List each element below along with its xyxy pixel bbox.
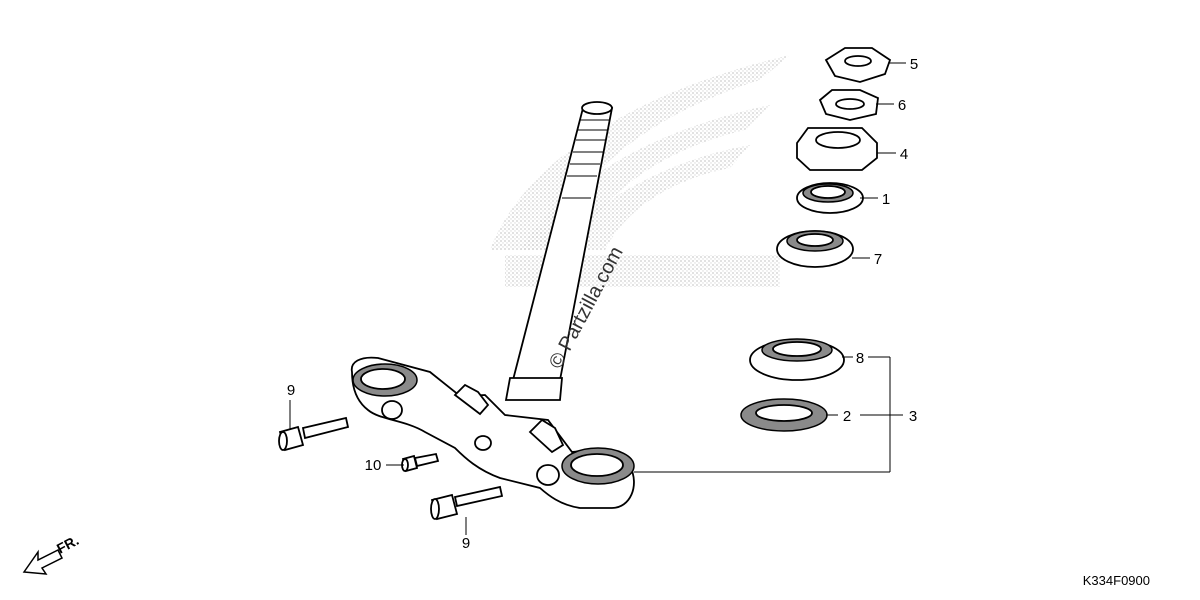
- bolt-10: [401, 452, 440, 473]
- part-2-dust-seal: [740, 398, 828, 432]
- callout-2: 2: [843, 408, 851, 425]
- diagram-code: K334F0900: [1083, 573, 1150, 588]
- part-5-locknut: [824, 47, 892, 83]
- part-4-adjusting-nut: [796, 127, 878, 171]
- front-direction-arrow-icon: [22, 548, 64, 575]
- callout-3: 3: [909, 408, 917, 425]
- bolt-9-upper: [278, 416, 350, 452]
- part-7-bearing-top: [776, 230, 854, 268]
- callout-7: 7: [874, 251, 882, 268]
- background-logo-stipple: [490, 55, 790, 287]
- callout-9-upper: 9: [287, 382, 295, 399]
- callout-6: 6: [898, 97, 906, 114]
- steering-stem: [350, 101, 635, 509]
- callout-4: 4: [900, 146, 908, 163]
- bolt-9-lower: [430, 485, 504, 521]
- callout-8: 8: [856, 350, 864, 367]
- callout-10: 10: [365, 457, 382, 474]
- part-1-race-top: [796, 182, 864, 214]
- callout-5: 5: [910, 56, 918, 73]
- part-6-lock-washer: [818, 89, 879, 121]
- callouts: 5 6 4 1 7 8 2 3 9 10 9: [287, 56, 918, 552]
- callout-1: 1: [882, 191, 890, 208]
- leader-lines: [289, 62, 906, 535]
- callout-9-lower: 9: [462, 535, 470, 552]
- part-8-bearing-bottom: [749, 338, 845, 381]
